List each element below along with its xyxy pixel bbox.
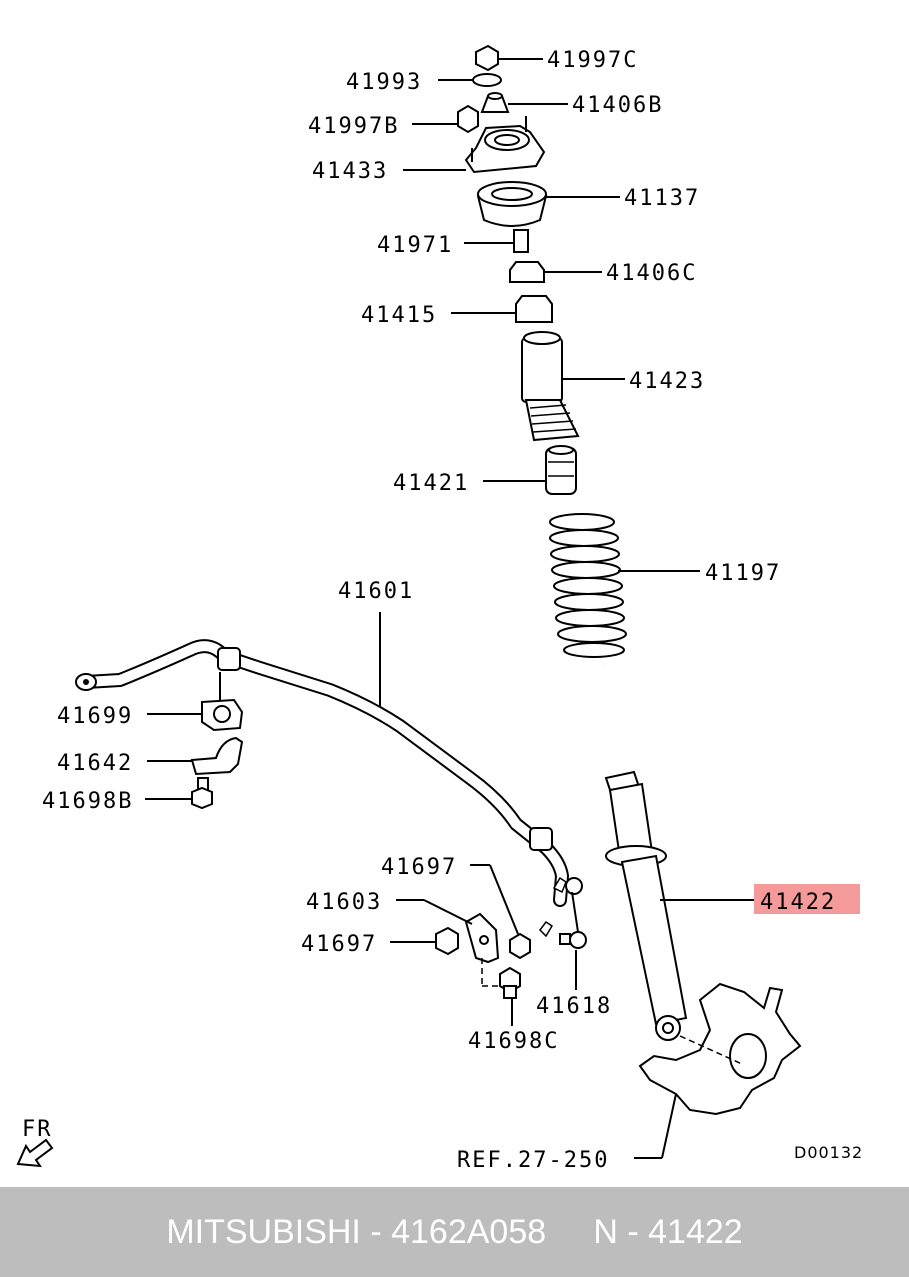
parts-diagram: 41997C 41993 41406B 41997B 41433 41137 4… bbox=[16, 44, 863, 1173]
bearing-41137 bbox=[476, 181, 620, 227]
label-41601: 41601 bbox=[338, 579, 414, 604]
footer-title: MITSUBISHI - 4162A058 N - 41422 bbox=[166, 1212, 743, 1251]
bolt-41698c bbox=[481, 958, 521, 1026]
stabilizer-link-41618 bbox=[539, 876, 587, 990]
bump-stopper-41421 bbox=[483, 445, 577, 495]
label-ref: REF.27-250 bbox=[457, 1148, 609, 1173]
bushing-41699 bbox=[147, 672, 244, 732]
label-41697-upper: 41697 bbox=[381, 855, 457, 880]
highlight-41422 bbox=[754, 884, 860, 914]
bump-cap-41415 bbox=[451, 295, 553, 323]
washer-41993 bbox=[438, 73, 502, 87]
label-41422: 41422 bbox=[760, 890, 836, 915]
dust-boot-41423 bbox=[521, 331, 625, 442]
strut-mount-41433 bbox=[403, 116, 546, 174]
diagram-code: D00132 bbox=[794, 1143, 863, 1162]
bushing-41406c bbox=[509, 261, 602, 283]
nut-41697-lower bbox=[390, 926, 459, 956]
label-41993: 41993 bbox=[346, 70, 422, 95]
coil-spring-41197 bbox=[549, 513, 700, 658]
label-41699: 41699 bbox=[57, 704, 133, 729]
footer-bar: MITSUBISHI - 4162A058 N - 41422 bbox=[0, 1187, 909, 1277]
bracket-41642 bbox=[147, 736, 244, 776]
label-41997b: 41997B bbox=[308, 114, 399, 139]
nut-41997b bbox=[412, 104, 479, 134]
nut-41697-upper bbox=[470, 864, 531, 960]
label-41697-lower: 41697 bbox=[301, 932, 377, 957]
label-41618: 41618 bbox=[536, 994, 612, 1019]
label-41698c: 41698C bbox=[468, 1029, 559, 1054]
label-41971: 41971 bbox=[377, 233, 453, 258]
label-41423: 41423 bbox=[629, 369, 705, 394]
label-41421: 41421 bbox=[393, 471, 469, 496]
label-41197: 41197 bbox=[705, 561, 781, 586]
label-41433: 41433 bbox=[312, 159, 388, 184]
label-41406c: 41406C bbox=[606, 261, 697, 286]
collar-41971 bbox=[464, 229, 529, 253]
label-41603: 41603 bbox=[306, 890, 382, 915]
label-41415: 41415 bbox=[361, 303, 437, 328]
knuckle-ref-27-250 bbox=[634, 982, 802, 1159]
bolt-41698b bbox=[145, 777, 213, 810]
label-41406b: 41406B bbox=[572, 93, 663, 118]
shock-absorber-41422 bbox=[602, 663, 754, 1041]
label-fr: FR bbox=[22, 1117, 53, 1142]
label-41137: 41137 bbox=[624, 186, 700, 211]
front-arrow-icon bbox=[16, 1138, 54, 1168]
link-bracket-41603 bbox=[396, 899, 500, 964]
stabilizer-bar-41601 bbox=[75, 612, 569, 907]
nut-41997c bbox=[475, 44, 543, 72]
bushing-41406b bbox=[480, 92, 568, 113]
label-41997c: 41997C bbox=[547, 48, 638, 73]
label-41642: 41642 bbox=[57, 751, 133, 776]
label-41698b: 41698B bbox=[42, 789, 133, 814]
